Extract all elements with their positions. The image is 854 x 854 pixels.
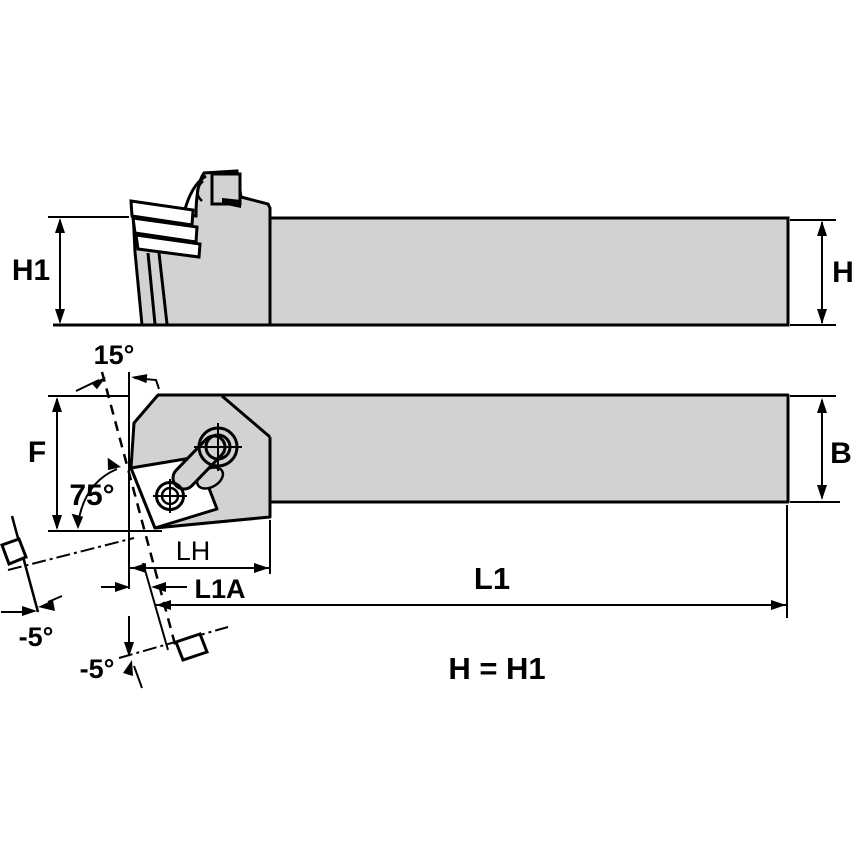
label-neg5deg-side: -5° (19, 622, 54, 652)
arrowhead (771, 600, 786, 610)
equation-note: H = H1 (448, 651, 545, 686)
arrowhead (55, 309, 65, 324)
arrowhead (254, 563, 269, 573)
insert-section-left (0, 537, 28, 566)
arrowhead (123, 660, 133, 676)
label-L1: L1 (474, 561, 510, 596)
clamp-screw (194, 423, 242, 471)
dim-L1: L1 (155, 505, 788, 618)
dim-H: H (790, 219, 854, 326)
label-L1A: L1A (194, 574, 245, 604)
insert-screw (153, 479, 187, 513)
arrowhead (817, 398, 827, 413)
clamp-shadow-wedge (222, 198, 241, 208)
label-LH: LH (176, 536, 211, 566)
side-view-head (131, 169, 272, 327)
head-notch-edge (221, 394, 271, 439)
arrowhead (52, 397, 62, 412)
label-H: H (832, 256, 854, 289)
callout-neg5deg-side: -5° (0, 515, 135, 652)
label-H1: H1 (12, 254, 50, 287)
dim-H1: H1 (12, 216, 129, 324)
clamp-arm (174, 437, 224, 488)
arrowhead (151, 582, 166, 592)
arrowhead (124, 642, 134, 657)
plan-view-body (129, 393, 790, 530)
plan-view: F B 15° 75° (0, 340, 852, 689)
arrowhead (55, 218, 65, 233)
label-neg5deg-bottom: -5° (80, 654, 115, 684)
label-75deg: 75° (69, 479, 114, 512)
callout-75deg: 75° (69, 457, 121, 529)
arrowhead (817, 221, 827, 236)
insert-section-bottom (174, 632, 209, 662)
arrowhead (817, 309, 827, 324)
head-front-line-2 (157, 252, 169, 325)
label-B: B (830, 437, 852, 470)
arrowhead (22, 606, 37, 616)
side-view-shank (268, 216, 790, 327)
arrowhead (817, 485, 827, 500)
label-F: F (28, 436, 46, 469)
pocket-band-3 (134, 233, 202, 259)
front-face-extension-line (142, 562, 169, 651)
arrowhead (131, 563, 146, 573)
arrowhead (91, 377, 106, 390)
head-front-line-1 (146, 252, 157, 325)
arrowhead (52, 515, 62, 530)
dim-F: F (28, 395, 162, 532)
clamp-hook-line (196, 180, 204, 202)
dim-L1A: L1A (101, 574, 246, 604)
callout-neg5deg-bottom: -5° (80, 616, 229, 689)
dim-B: B (790, 395, 852, 503)
arrowhead (107, 457, 121, 471)
arrowhead (156, 600, 171, 610)
arrowhead (71, 513, 84, 529)
arrowhead (131, 374, 148, 384)
arrowhead (115, 582, 130, 592)
side-view: H1 H (12, 169, 854, 327)
dim-LH: LH (130, 520, 271, 574)
label-15deg: 15° (94, 340, 135, 370)
callout-15deg: 15° (75, 340, 160, 392)
arrowhead (38, 600, 55, 611)
back-angle-dashed-line (100, 371, 178, 649)
